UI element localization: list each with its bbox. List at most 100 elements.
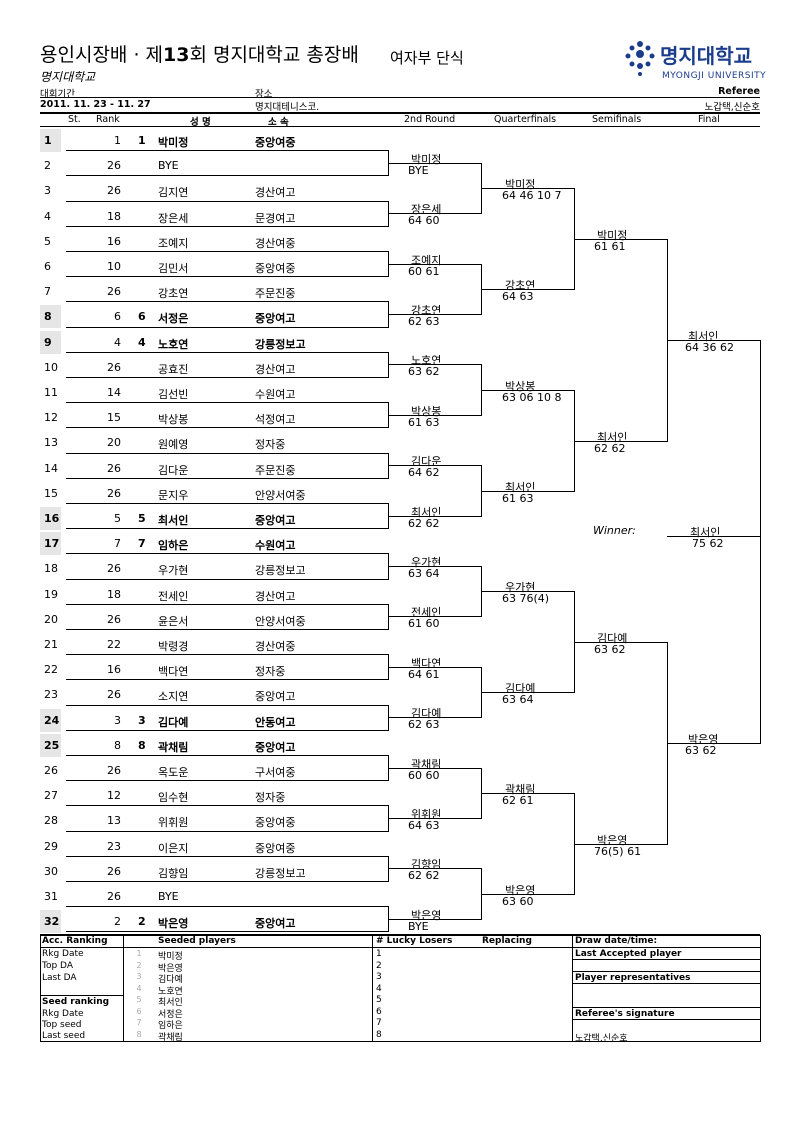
player-name: 김다예 — [158, 715, 189, 729]
round2-winner-name: 노호연 — [411, 354, 442, 367]
player-name: BYE — [158, 159, 179, 173]
player-club: 수원여고 — [255, 539, 296, 553]
seed-number: 3 — [136, 972, 142, 981]
seeded-player: 노호연 — [158, 986, 183, 997]
seed-ranking-label: Seed ranking — [42, 997, 110, 1007]
player-reps-label: Player representatives — [575, 973, 691, 983]
player-line — [66, 603, 388, 605]
player-club: 안양서여중 — [255, 488, 306, 502]
draw-position: 12 — [44, 411, 58, 425]
bracket-line — [388, 717, 481, 718]
player-name: BYE — [158, 890, 179, 903]
seeded-player: 임하은 — [158, 1021, 183, 1031]
draw-position: 16 — [44, 512, 60, 525]
referee-label: Referee — [718, 86, 760, 97]
bracket-line — [574, 642, 667, 643]
player-rank: 2 — [114, 915, 121, 929]
row-highlight — [40, 129, 61, 152]
draw-position: 29 — [44, 839, 58, 853]
quarterfinals-winner-name: 김다예 — [505, 682, 536, 695]
bracket-line — [388, 264, 481, 265]
quarterfinals-score: 64 46 10 7 — [502, 189, 562, 202]
round2-winner-name: 조예지 — [411, 254, 442, 267]
round2-score: 64 63 — [408, 819, 440, 832]
bracket-line — [481, 591, 574, 592]
bracket-line — [481, 793, 574, 794]
seed-number: 2 — [136, 960, 142, 970]
player-club: 중앙여고 — [255, 690, 296, 704]
player-name: 소지연 — [158, 690, 189, 704]
organizer: 명지대학교 — [40, 70, 96, 84]
player-rank: 3 — [114, 713, 121, 727]
event-name: 여자부 단식 — [390, 49, 464, 67]
bracket-line — [667, 743, 760, 744]
col-club: 소 속 — [268, 117, 289, 128]
bracket-line — [481, 390, 574, 391]
lucky-loser-number: 7 — [376, 1018, 382, 1028]
player-rank: 26 — [107, 890, 121, 903]
round2-winner-name: 곽채림 — [411, 758, 442, 771]
player-name: 전세인 — [158, 589, 189, 603]
player-rank: 13 — [107, 814, 121, 828]
player-seed: 5 — [138, 512, 146, 525]
player-line — [66, 553, 388, 555]
round2-score: 62 63 — [408, 718, 440, 731]
quarterfinals-winner-name: 박미정 — [505, 178, 536, 191]
round2-winner-name: 장은세 — [411, 203, 442, 216]
player-line — [66, 629, 388, 630]
player-rank: 14 — [107, 386, 121, 399]
bracket-line — [388, 213, 481, 214]
player-rank: 18 — [107, 209, 121, 223]
semifinals-score: 62 62 — [594, 442, 626, 455]
player-rank: 10 — [107, 260, 121, 273]
player-club: 중앙여중 — [255, 262, 296, 275]
player-club: 수원여고 — [255, 388, 296, 401]
bracket-line — [574, 239, 667, 240]
player-name: 임수현 — [158, 791, 189, 805]
player-line — [66, 679, 388, 681]
player-club: 강릉정보고 — [255, 337, 306, 351]
player-rank: 26 — [107, 562, 121, 576]
player-rank: 12 — [107, 789, 121, 803]
row-highlight — [40, 305, 61, 329]
bracket-line — [574, 844, 667, 845]
player-line — [66, 578, 388, 580]
draw-position: 6 — [44, 260, 51, 273]
logo-name: 명지대학교 — [660, 44, 752, 68]
player-rank: 16 — [107, 663, 121, 677]
winner-name: 최서인 — [690, 526, 721, 539]
seed-number: 7 — [136, 1018, 142, 1027]
draw-position: 7 — [44, 285, 51, 299]
bracket-line — [388, 667, 481, 668]
bracket-connector — [760, 340, 761, 744]
seed-number: 4 — [136, 983, 142, 993]
player-name: 곽채림 — [158, 740, 189, 754]
player-line — [66, 855, 388, 857]
draw-position: 24 — [44, 713, 60, 727]
player-line — [66, 276, 388, 278]
seeded-player: 박은영 — [158, 963, 183, 974]
draw-position: 9 — [44, 335, 52, 349]
round2-score: 61 60 — [408, 617, 440, 630]
round2-winner-name: 박미정 — [411, 153, 442, 166]
draw-position: 19 — [44, 587, 58, 601]
row-highlight — [40, 733, 61, 757]
draw-position: 14 — [44, 461, 58, 475]
player-club: 구서여중 — [255, 766, 296, 779]
rkg-date-label: Rkg Date — [42, 1009, 84, 1019]
semifinals-score: 63 62 — [594, 643, 626, 656]
winner-label: Winner: — [593, 524, 636, 537]
player-name: 공효진 — [158, 362, 189, 376]
player-club: 정자중 — [255, 665, 286, 679]
draw-position: 17 — [44, 537, 60, 551]
draw-position: 21 — [44, 638, 58, 651]
player-name: 박은영 — [158, 917, 189, 931]
quarterfinals-winner-name: 최서인 — [505, 481, 536, 494]
draw-position: 15 — [44, 486, 58, 500]
round2-winner-name: 김향임 — [411, 858, 442, 871]
player-name: 임하은 — [158, 539, 189, 553]
player-rank: 26 — [107, 159, 121, 173]
player-name: 강초연 — [158, 287, 189, 301]
player-name: 서정은 — [158, 312, 189, 326]
player-line — [66, 301, 388, 303]
